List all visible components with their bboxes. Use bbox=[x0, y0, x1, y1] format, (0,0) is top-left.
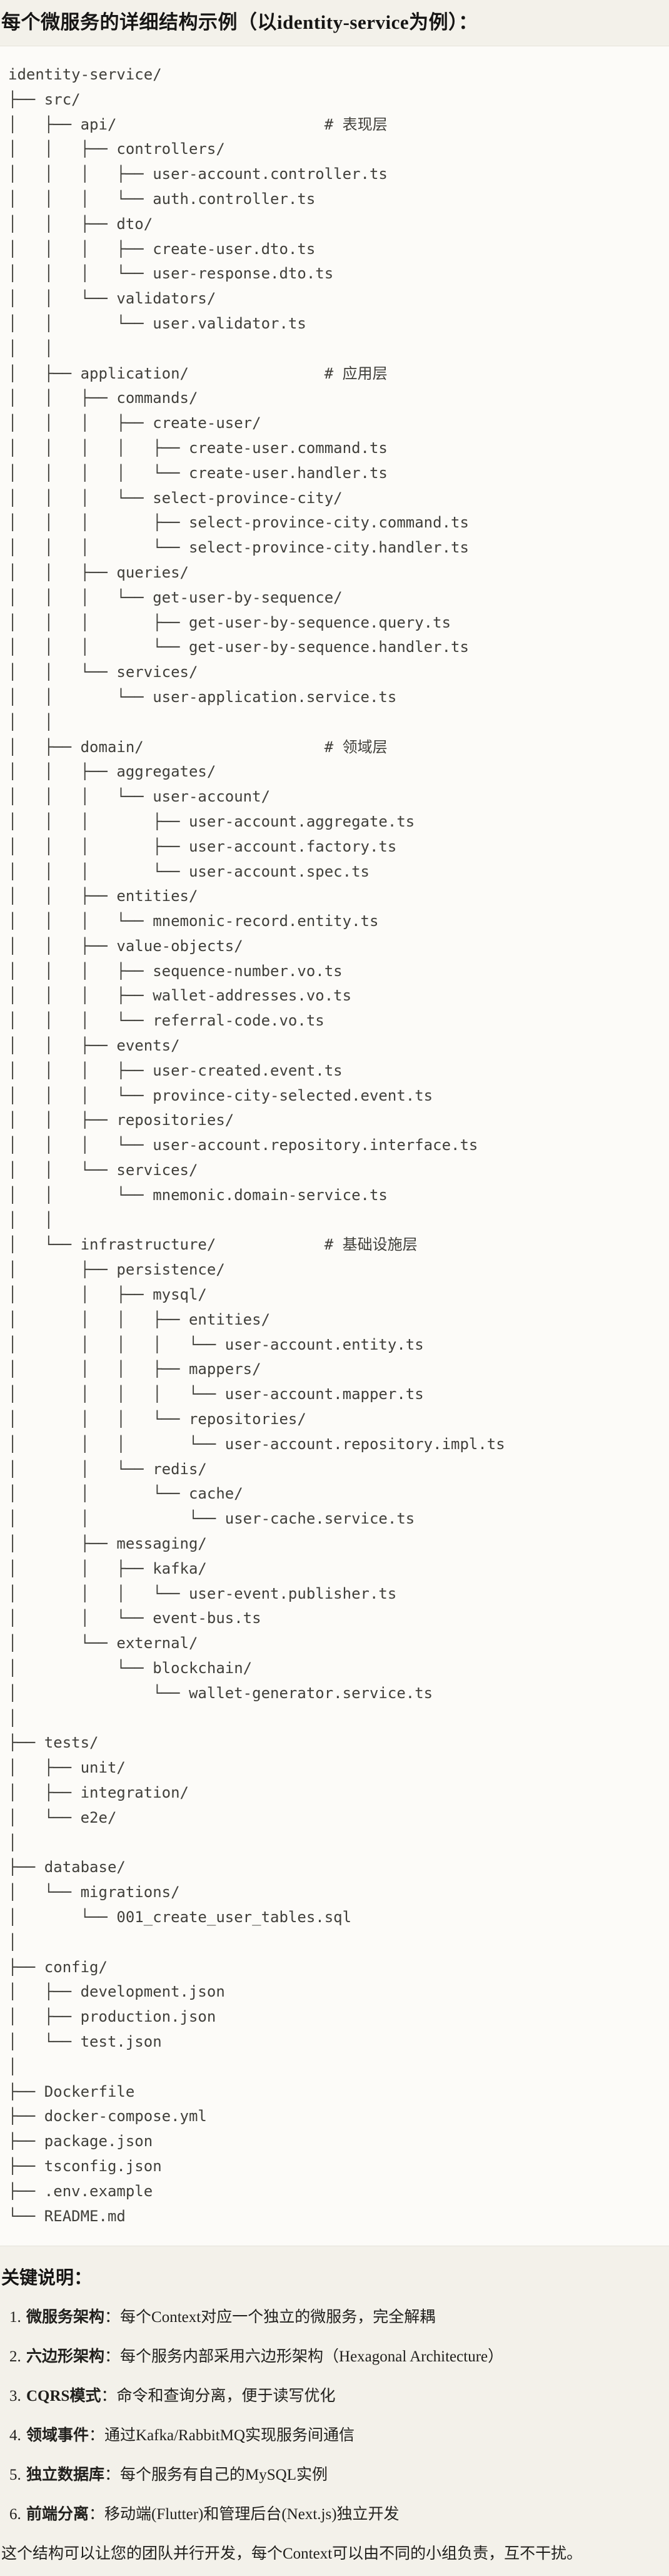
note-desc: 每个服务内部采用六边形架构（Hexagonal Architecture） bbox=[120, 2348, 504, 2366]
note-desc: 每个服务有自己的MySQL实例 bbox=[120, 2467, 328, 2484]
note-item: 独立数据库：每个服务有自己的MySQL实例 bbox=[25, 2464, 663, 2487]
note-term: CQRS模式 bbox=[26, 2388, 101, 2405]
note-term: 独立数据库 bbox=[26, 2467, 105, 2484]
note-item: 领域事件：通过Kafka/RabbitMQ实现服务间通信 bbox=[25, 2425, 663, 2447]
key-notes-list: 微服务架构：每个Context对应一个独立的微服务，完全解耦 六边形架构：每个服… bbox=[1, 2306, 663, 2526]
key-notes-section: 关键说明： 微服务架构：每个Context对应一个独立的微服务，完全解耦 六边形… bbox=[0, 2265, 669, 2565]
note-separator: ： bbox=[104, 2467, 121, 2484]
page-title: 每个微服务的详细结构示例（以identity-service为例）： bbox=[1, 11, 478, 33]
note-desc: 通过Kafka/RabbitMQ实现服务间通信 bbox=[104, 2427, 355, 2445]
note-item: CQRS模式：命令和查询分离，便于读写优化 bbox=[25, 2385, 663, 2408]
note-item: 微服务架构：每个Context对应一个独立的微服务，完全解耦 bbox=[25, 2306, 663, 2329]
note-separator: ： bbox=[104, 2309, 121, 2326]
note-separator: ： bbox=[101, 2388, 117, 2405]
note-desc: 命令和查询分离，便于读写优化 bbox=[116, 2388, 336, 2405]
note-desc: 移动端(Flutter)和管理后台(Next.js)独立开发 bbox=[104, 2506, 400, 2523]
notes-heading: 关键说明： bbox=[1, 2268, 93, 2289]
note-term: 领域事件 bbox=[26, 2427, 89, 2445]
note-term: 前端分离 bbox=[26, 2506, 89, 2523]
note-item: 六边形架构：每个服务内部采用六边形架构（Hexagonal Architectu… bbox=[25, 2346, 663, 2368]
closing-paragraph: 这个结构可以让您的团队并行开发，每个Context可以由不同的小组负责，互不干扰… bbox=[1, 2545, 583, 2563]
file-tree: identity-service/ ├── src/ │ ├── api/ # … bbox=[8, 66, 505, 2225]
note-term: 六边形架构 bbox=[26, 2348, 105, 2366]
code-block: identity-service/ ├── src/ │ ├── api/ # … bbox=[0, 46, 669, 2247]
note-separator: ： bbox=[89, 2427, 105, 2445]
note-separator: ： bbox=[89, 2506, 105, 2523]
note-separator: ： bbox=[104, 2348, 121, 2366]
note-desc: 每个Context对应一个独立的微服务，完全解耦 bbox=[120, 2309, 436, 2326]
note-term: 微服务架构 bbox=[26, 2309, 105, 2326]
note-item: 前端分离：移动端(Flutter)和管理后台(Next.js)独立开发 bbox=[25, 2503, 663, 2526]
